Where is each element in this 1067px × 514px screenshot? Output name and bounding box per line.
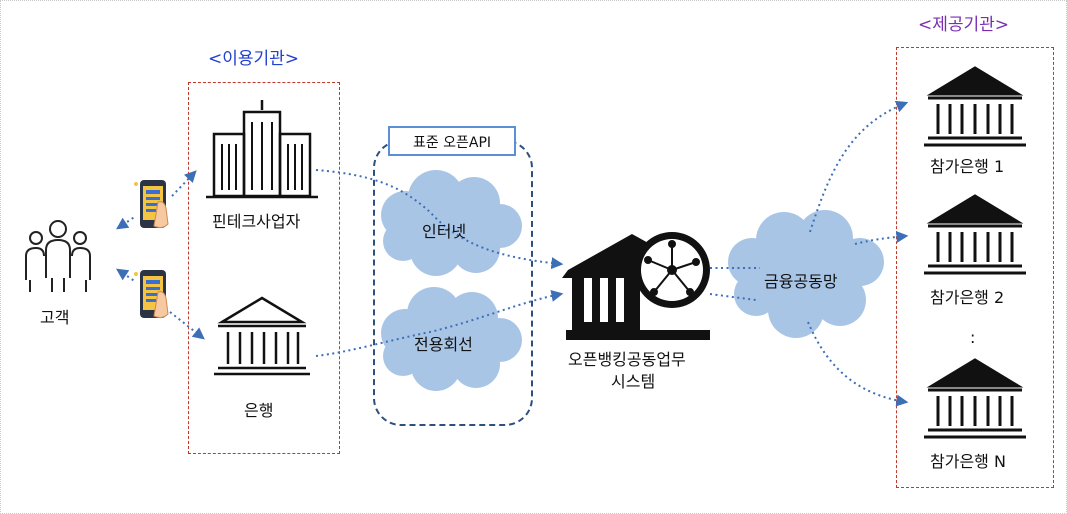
connectors — [116, 100, 909, 407]
customer-icon — [25, 220, 91, 292]
ellipsis-label: : — [970, 328, 976, 347]
customer-phone1-link — [116, 215, 137, 230]
participating-bank-n-label: 참가은행 N — [930, 452, 1006, 471]
bank-building-icon — [924, 194, 1026, 275]
system-label-line1: 오픈뱅킹공동업무 — [568, 350, 686, 369]
system-label-line2: 시스템 — [611, 372, 656, 391]
smartphone-icon — [134, 180, 169, 229]
internet-cloud — [381, 170, 522, 276]
bank-building-icon — [924, 358, 1026, 439]
fintech-internet-system-link — [315, 169, 564, 270]
customer-phone2-link — [116, 268, 137, 283]
financial-network-label: 금융공동망 — [764, 272, 838, 291]
phone2-bank-link — [169, 311, 205, 340]
provider-institutions-label: <제공기관> — [918, 15, 1010, 35]
user-institutions-label: <이용기관> — [208, 49, 300, 69]
participating-bank-2-label: 참가은행 2 — [930, 288, 1005, 307]
network-bank2-link — [854, 230, 909, 245]
internet-label: 인터넷 — [422, 222, 467, 241]
fintech-label: 핀테크사업자 — [212, 212, 301, 231]
office-building-icon — [206, 100, 318, 199]
network-bankN-link — [807, 321, 909, 407]
user-institutions-box — [188, 82, 340, 454]
phone1-fintech-link — [171, 170, 197, 197]
dedicated-line-label: 전용회선 — [414, 335, 473, 354]
network-bank1-link — [809, 100, 909, 233]
dedicated-line-cloud — [381, 287, 522, 391]
customer-label: 고객 — [40, 308, 70, 327]
provider-institutions-box — [896, 47, 1054, 488]
bank-building-icon — [214, 296, 310, 376]
bank-building-icon — [924, 66, 1026, 147]
open-banking-system-icon — [562, 232, 710, 340]
system-network-link2 — [709, 293, 757, 301]
standard-api-label: 표준 오픈API — [388, 126, 516, 156]
financial-network-cloud — [728, 210, 884, 338]
bank-label: 은행 — [244, 401, 274, 420]
bank-dedicated-system-link — [315, 289, 564, 357]
participating-bank-1-label: 참가은행 1 — [930, 157, 1005, 176]
smartphone-icon — [134, 270, 169, 319]
